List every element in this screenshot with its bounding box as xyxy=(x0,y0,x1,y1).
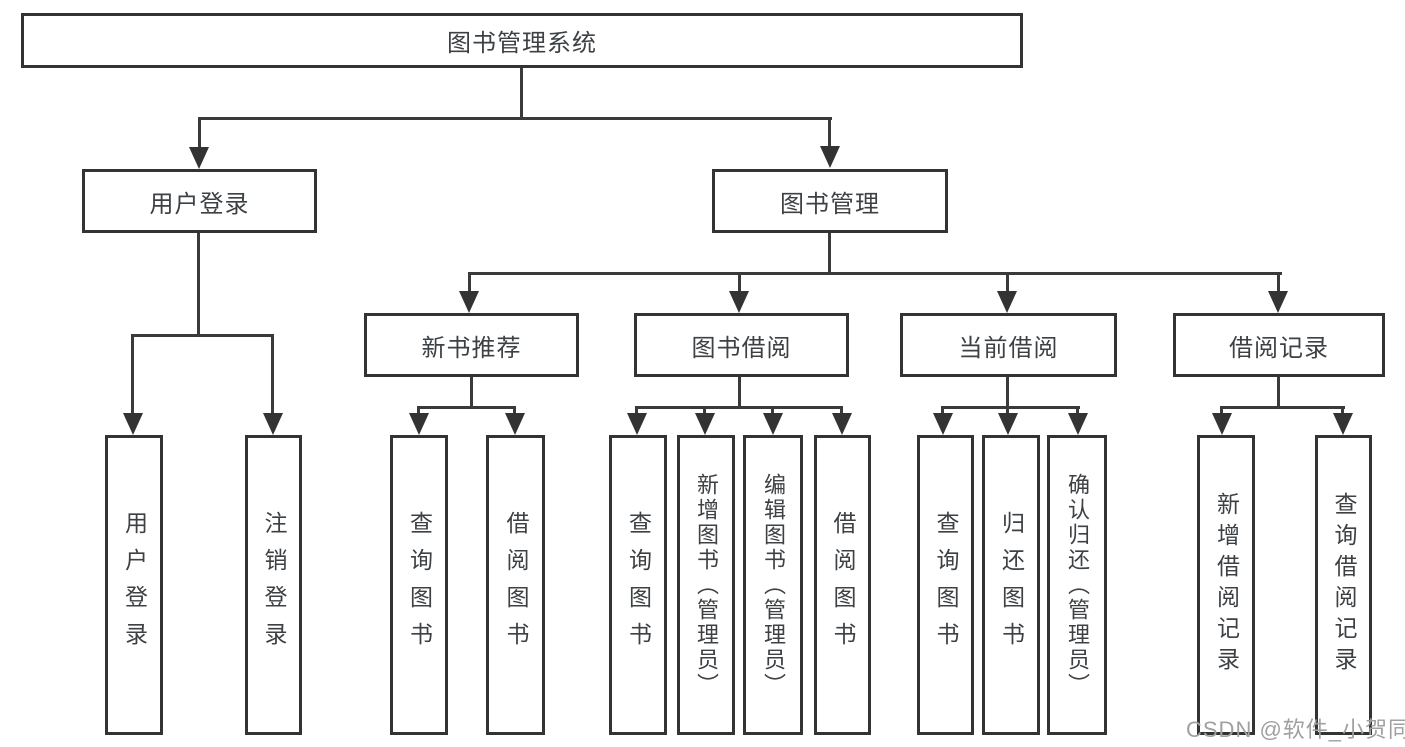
leaf-borrow-borrow-books: 借阅图书 xyxy=(814,435,871,735)
leaf-borrow-add-books-admin: 新增图书（管理员） xyxy=(677,435,735,735)
node-book-management: 图书管理 xyxy=(712,169,948,233)
connector-drop-records xyxy=(1277,272,1280,293)
arrow-down-icon xyxy=(459,291,479,313)
leaf-recommend-query-books: 查询图书 xyxy=(390,435,448,735)
connector-records-stem xyxy=(1277,377,1280,408)
leaf-borrow-query-books-label: 查询图书 xyxy=(625,511,652,659)
connector-drop-borrow xyxy=(738,272,741,293)
arrow-down-icon xyxy=(1068,413,1088,435)
leaf-user-login: 用户登录 xyxy=(105,435,163,735)
connector-recommend-bus xyxy=(417,406,516,409)
csdn-watermark: CSDN @软件_小贺同学 xyxy=(1186,717,1405,742)
connector-book-stem xyxy=(828,233,831,274)
connector-root-stem xyxy=(520,68,523,118)
connector-drop-leaf xyxy=(771,406,774,415)
connector-drop-leaf xyxy=(941,406,944,415)
connector-drop-leaf xyxy=(1341,406,1344,415)
leaf-recommend-borrow-books: 借阅图书 xyxy=(486,435,545,735)
leaf-user-login-label: 用户登录 xyxy=(121,511,148,659)
node-book-borrow: 图书借阅 xyxy=(634,313,849,377)
leaf-current-confirm-return-admin-label: 确认归还（管理员） xyxy=(1065,472,1090,698)
node-new-book-recommend-label: 新书推荐 xyxy=(421,334,522,362)
leaf-logout-label: 注销登录 xyxy=(261,511,287,659)
connector-drop-leaf xyxy=(1076,406,1079,415)
connector-drop-book xyxy=(828,117,831,148)
arrow-down-icon xyxy=(933,413,953,435)
arrow-down-icon xyxy=(189,147,209,169)
leaf-borrow-query-books: 查询图书 xyxy=(609,435,667,735)
leaf-recommend-query-books-label: 查询图书 xyxy=(406,511,433,659)
connector-drop-leaf xyxy=(703,406,706,415)
leaf-records-query-record: 查询借阅记录 xyxy=(1315,435,1372,735)
leaf-logout: 注销登录 xyxy=(245,435,302,735)
connector-drop-leaf xyxy=(635,406,638,415)
connector-user-stem xyxy=(197,233,200,336)
leaf-recommend-borrow-books-label: 借阅图书 xyxy=(503,511,529,659)
connector-current-stem xyxy=(1006,377,1009,408)
arrow-down-icon xyxy=(505,413,525,435)
connector-records-bus xyxy=(1220,406,1345,409)
leaf-borrow-borrow-books-label: 借阅图书 xyxy=(830,511,856,659)
connector-drop-user xyxy=(198,117,201,149)
arrow-down-icon xyxy=(998,413,1018,435)
connector-book-bus xyxy=(468,272,1282,275)
connector-drop-leaf xyxy=(131,334,134,415)
arrow-down-icon xyxy=(1212,413,1232,435)
arrow-down-icon xyxy=(263,413,283,435)
node-book-borrow-label: 图书借阅 xyxy=(691,334,792,362)
arrow-down-icon xyxy=(409,413,429,435)
leaf-borrow-add-books-admin-label: 新增图书（管理员） xyxy=(694,472,719,698)
arrow-down-icon xyxy=(123,413,143,435)
connector-borrow-stem xyxy=(738,377,741,408)
connector-current-bus xyxy=(941,406,1080,409)
arrow-down-icon xyxy=(997,291,1017,313)
arrow-down-icon xyxy=(763,413,783,435)
node-borrow-records-label: 借阅记录 xyxy=(1229,334,1329,362)
arrow-down-icon xyxy=(1333,413,1353,435)
connector-user-bus xyxy=(131,334,274,337)
node-new-book-recommend: 新书推荐 xyxy=(364,313,579,377)
connector-drop-current xyxy=(1006,272,1009,293)
connector-drop-leaf xyxy=(1006,406,1009,415)
arrow-down-icon xyxy=(729,291,749,313)
connector-borrow-bus xyxy=(635,406,843,409)
connector-drop-leaf xyxy=(840,406,843,415)
leaf-records-query-record-label: 查询借阅记录 xyxy=(1331,492,1357,678)
connector-drop-leaf xyxy=(417,406,420,415)
node-book-management-label: 图书管理 xyxy=(780,190,880,218)
leaf-borrow-edit-books-admin-label: 编辑图书（管理员） xyxy=(761,472,786,698)
node-root-label: 图书管理系统 xyxy=(447,30,597,57)
leaf-records-add-record-label: 新增借阅记录 xyxy=(1213,492,1240,678)
arrow-down-icon xyxy=(695,413,715,435)
node-current-borrow-label: 当前借阅 xyxy=(958,334,1059,362)
connector-drop-leaf xyxy=(1220,406,1223,415)
arrow-down-icon xyxy=(627,413,647,435)
leaf-current-return-books: 归还图书 xyxy=(982,435,1040,735)
node-current-borrow: 当前借阅 xyxy=(900,313,1117,377)
node-borrow-records: 借阅记录 xyxy=(1173,313,1385,377)
leaf-records-add-record: 新增借阅记录 xyxy=(1197,435,1255,735)
leaf-current-query-books-label: 查询图书 xyxy=(933,511,959,659)
arrow-down-icon xyxy=(820,146,840,168)
arrow-down-icon xyxy=(1268,291,1288,313)
leaf-borrow-edit-books-admin: 编辑图书（管理员） xyxy=(743,435,803,735)
node-root: 图书管理系统 xyxy=(21,13,1023,68)
connector-drop-recommend xyxy=(468,272,471,293)
leaf-current-confirm-return-admin: 确认归还（管理员） xyxy=(1047,435,1107,735)
leaf-current-query-books: 查询图书 xyxy=(917,435,974,735)
arrow-down-icon xyxy=(832,413,852,435)
connector-recommend-stem xyxy=(470,377,473,408)
connector-drop-leaf xyxy=(513,406,516,415)
node-user-login: 用户登录 xyxy=(82,169,317,233)
node-user-login-label: 用户登录 xyxy=(149,190,250,218)
leaf-current-return-books-label: 归还图书 xyxy=(998,511,1025,659)
connector-root-bus xyxy=(198,117,832,120)
connector-drop-leaf xyxy=(271,334,274,415)
